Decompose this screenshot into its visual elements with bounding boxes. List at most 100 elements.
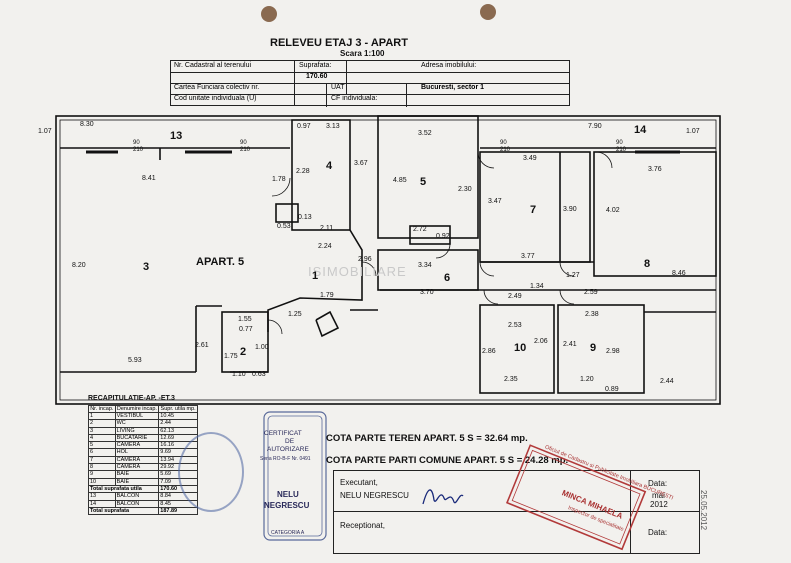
dim-053: 0.53 [277,223,291,230]
dim-155: 1.55 [238,316,252,323]
dim-013: 0.13 [298,214,312,221]
dim-820: 8.20 [72,262,86,269]
dim-224: 2.24 [318,243,332,250]
dim-228: 2.28 [296,168,310,175]
scale-label: Scara 1:100 [340,49,385,58]
dim-211: 2.11 [320,225,334,232]
apartment-label: APART. 5 [196,256,245,268]
dim-097: 0.97 [297,123,311,130]
cert-name2: NEGRESCU [264,501,310,510]
dim-313: 3.13 [326,123,340,130]
cert-line2: DE [285,438,295,445]
data-label-2: Data: [648,528,668,537]
dim-100: 1.00 [255,344,269,351]
room-4-label: 4 [326,160,333,172]
cert-category: CATEGORIA A [271,530,305,536]
recap-title: RECAPITULATIE-AP. -ET.3 [88,395,175,402]
dim-127: 1.27 [566,272,580,279]
dim-253: 2.53 [508,322,522,329]
dim-244: 2.44 [660,378,674,385]
executant-signature [422,489,464,505]
dim-286: 2.86 [482,348,496,355]
recap-header-name: Denumire incap. [114,405,160,413]
dim-241: 2.41 [563,341,577,348]
dim-830: 8.30 [80,121,94,128]
dim-367: 3.67 [354,160,368,167]
certificate-stamp [263,411,327,541]
dim-370: 3.70 [420,289,434,296]
dim-107-left: 1.07 [38,128,52,135]
dim-092: 0.92 [436,233,450,240]
room-7-label: 7 [530,204,537,216]
cod-unitate-label: Cod unitate individuala (U) [174,95,257,102]
dim-110: 1.10 [232,371,246,378]
dim-134: 1.34 [530,283,544,290]
room-13-label: 13 [170,130,183,142]
quota-land: COTA PARTE TEREN APART. 5 S = 32.64 mp. [326,433,528,444]
dim-179: 1.79 [320,292,334,299]
ocpi-red-stamp [505,444,647,551]
punch-hole-right [480,4,496,20]
watermark: ISIMOBILIARE [308,264,407,279]
dim-107-right: 1.07 [686,128,700,135]
suprafata-label: Suprafata: [299,62,332,69]
recap-header-nr: Nr. incap. [88,405,116,413]
carte-funciara-label: Cartea Funciara colectiv nr. [174,84,260,91]
dim-235: 2.35 [504,376,518,383]
dim-347: 3.47 [488,198,502,205]
document-title: RELEVEU ETAJ 3 - APART [270,37,408,49]
room-10-label: 10 [514,342,527,354]
dim-377: 3.77 [521,253,535,260]
dim-390: 3.90 [563,206,577,213]
dim-238: 2.38 [585,311,599,318]
date-stamp: 25.05.2012 [699,490,708,531]
cert-series: Seria RO-B-F Nr. 0491 [260,456,311,462]
dim-206: 2.06 [534,338,548,345]
cert-line1: CERTIFICAT [264,430,302,437]
dim-230: 2.30 [458,186,472,193]
dim-298: 2.98 [606,348,620,355]
data-label-1: Data: [648,479,668,488]
dim-841: 8.41 [142,175,156,182]
recap-table: Nr. incap. Denumire incap. Supr. utila m… [87,405,198,516]
signature-box [333,470,700,554]
adresa-label: Adresa imobilului: [421,62,477,69]
room-1-label: 1 [312,270,319,282]
quota-common: COTA PARTE PARTI COMUNE APART. 5 S = 24.… [326,455,569,466]
executant-label: Executant, [340,478,378,487]
dim-272: 2.72 [413,226,427,233]
room-2-label: 2 [240,346,247,358]
room-6-label: 6 [444,272,451,284]
recap-header-area: Supr. utila mp. [158,405,198,413]
executant-name: NELU NEGRESCU [340,491,409,500]
header-table: Nr. Cadastral al terenului Suprafata: Ad… [170,60,570,107]
data-month: mai [652,491,665,500]
dim-352: 3.52 [418,130,432,137]
dim-376: 3.76 [648,166,662,173]
dim-349: 3.49 [523,155,537,162]
dim-261: 2.61 [195,342,209,349]
receptionat-label: Receptionat, [340,521,385,530]
cert-line3: AUTORIZARE [267,446,309,453]
uat-label: UAT [331,84,345,91]
dim-334: 3.34 [418,262,432,269]
dim-120: 1.20 [580,376,594,383]
dim-790: 7.90 [588,123,602,130]
cadastral-label: Nr. Cadastral al terenului [174,62,252,69]
room-5-label: 5 [420,176,427,188]
